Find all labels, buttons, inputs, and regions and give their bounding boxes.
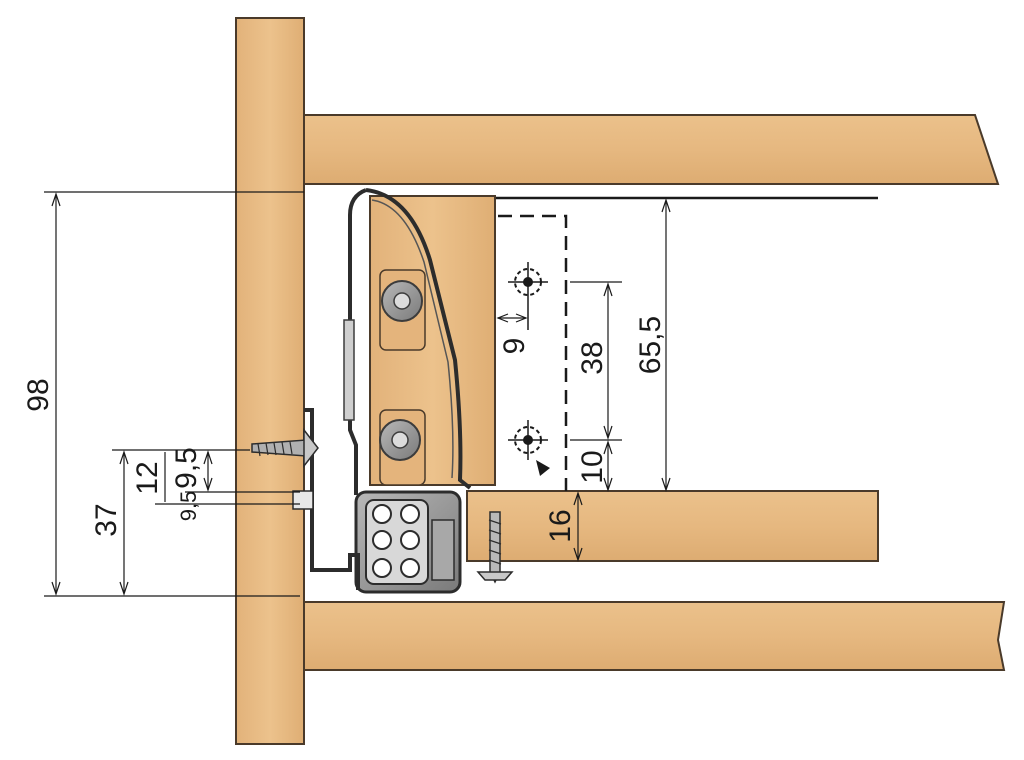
dimension-12-label: 12 xyxy=(131,461,164,494)
dimension-98-label: 98 xyxy=(22,378,55,411)
bottom-shelf-board xyxy=(303,601,1006,671)
runner-side-bracket xyxy=(343,319,355,421)
cabinet-mounting-profile xyxy=(304,408,360,590)
bottom-screw xyxy=(476,511,514,584)
dimension-38-label: 38 xyxy=(576,341,609,374)
dimension-38 xyxy=(570,281,622,441)
dimension-9-5-label: 9,5 xyxy=(170,447,203,489)
dimension-9 xyxy=(496,313,528,323)
dimension-16 xyxy=(573,491,583,562)
dimension-12 xyxy=(155,452,300,505)
dimension-37 xyxy=(112,449,250,596)
dimension-37-label: 37 xyxy=(90,503,123,536)
hole-marker-upper xyxy=(508,262,548,330)
bolt-upper xyxy=(381,280,423,322)
dimension-65-5 xyxy=(661,198,671,492)
runner-inner-edge xyxy=(371,199,454,479)
bolt-lower xyxy=(379,419,421,461)
drawer-bottom-panel xyxy=(466,490,879,562)
slide-rail-cross-section xyxy=(354,490,462,594)
locating-pin xyxy=(292,490,314,510)
dimension-9-5-lower-label: 9,5 xyxy=(176,491,201,522)
dimension-9-label: 9 xyxy=(498,338,531,355)
cabinet-screw xyxy=(251,427,319,469)
dimension-98 xyxy=(44,191,304,597)
dimension-16-label: 16 xyxy=(544,509,577,542)
cabinet-side-panel xyxy=(235,17,305,745)
dimension-65-5-label: 65,5 xyxy=(634,316,667,374)
top-shelf-board xyxy=(303,114,1000,185)
dimension-10-label: 10 xyxy=(576,450,609,483)
dimension-10 xyxy=(603,440,613,492)
dimension-9-5 xyxy=(185,450,300,493)
hole-marker-lower xyxy=(508,420,550,476)
drawer-back-dashed-outline xyxy=(498,214,568,491)
